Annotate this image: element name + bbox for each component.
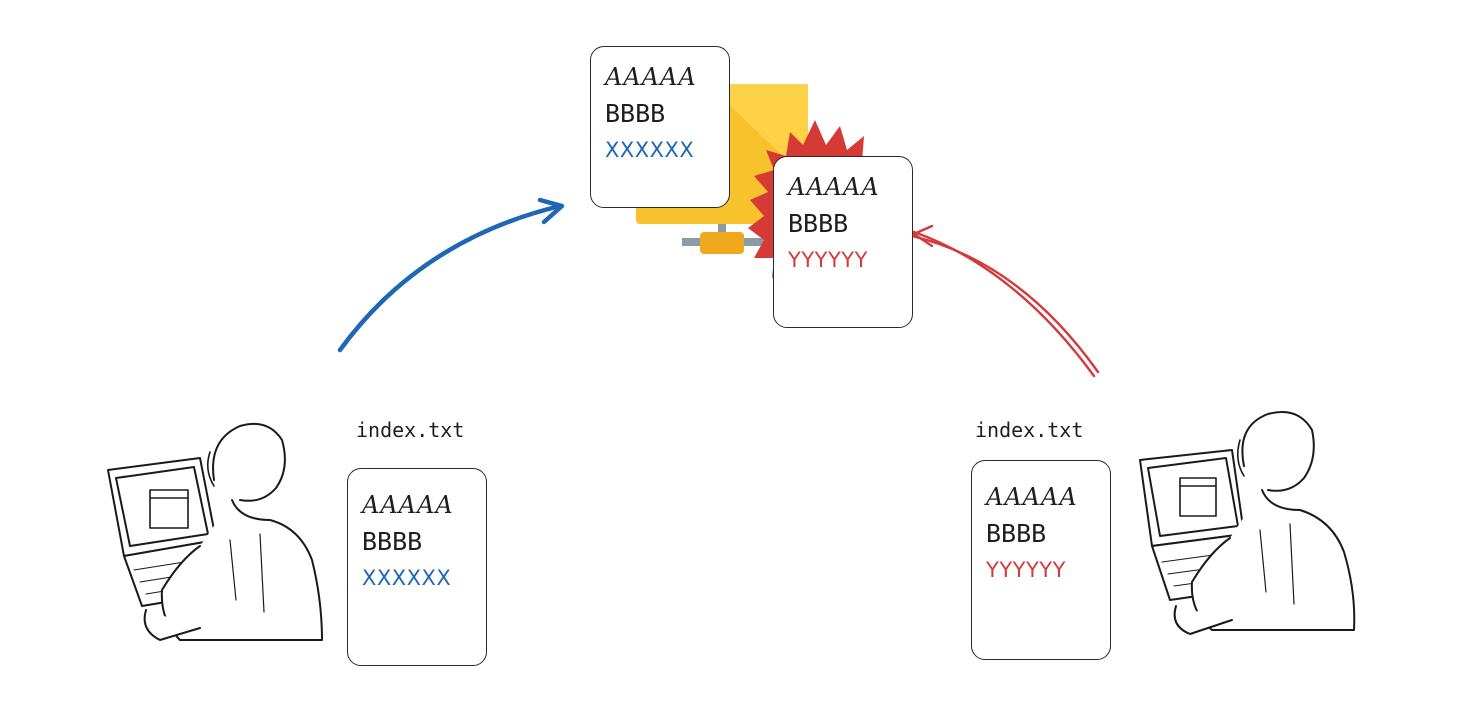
left-local-file-card: AAAAA BBBB XXXXXX [347, 468, 487, 666]
right-file-line-3: YYYYYY [986, 558, 1066, 582]
upload-arrow-red [910, 224, 1100, 378]
left-file-line-2: BBBB [362, 527, 423, 556]
right-file-line-1: AAAAA [986, 483, 1078, 511]
left-file-line-3: XXXXXX [362, 566, 452, 590]
left-file-line-1: AAAAA [362, 491, 454, 519]
server-file-line-3: XXXXXX [605, 138, 695, 162]
right-local-file-card: AAAAA BBBB YYYYYY [971, 460, 1111, 660]
conflict-file-line-1: AAAAA [788, 173, 880, 201]
server-file-line-1: AAAAA [605, 63, 697, 91]
conflicting-file-card: AAAAA BBBB YYYYYY [773, 156, 913, 328]
left-user-icon [107, 422, 323, 641]
conflict-file-line-2: BBBB [788, 209, 849, 238]
right-filename: index.txt [975, 418, 1084, 442]
server-file-line-2: BBBB [605, 99, 666, 128]
upload-arrow-blue [337, 197, 565, 353]
right-file-line-2: BBBB [986, 519, 1047, 548]
server-file-card: AAAAA BBBB XXXXXX [590, 46, 730, 208]
left-filename: index.txt [356, 418, 465, 442]
right-user-icon [1139, 411, 1356, 635]
conflict-file-line-3: YYYYYY [788, 248, 868, 272]
